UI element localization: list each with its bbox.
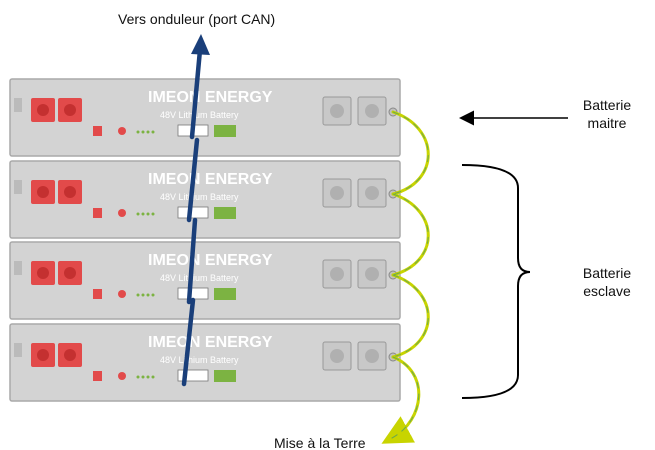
status-leds-icon [136,375,155,379]
switch-icon [93,371,102,381]
battery-model: 48V Lithium Battery [160,110,239,120]
switch-icon [93,208,102,218]
battery-brand: IMEON ENERGY [148,171,273,188]
can-cable [181,47,203,387]
can-port-icon [177,206,209,219]
battery-model: 48V Lithium Battery [160,355,239,365]
slave-battery-label: Batterie esclave [570,264,644,300]
battery-model: 48V Lithium Battery [160,192,239,202]
handle-icon [14,98,22,112]
switch-icon [93,289,102,299]
slave-label-line2: esclave [583,283,631,299]
can-cable-arrowhead [191,34,210,55]
battery-brand: IMEON ENERGY [148,252,273,269]
battery-unit-slave-3: IMEON ENERGY 48V Lithium Battery [9,323,401,402]
dip-switch-icon [214,207,236,219]
switch-icon [93,126,102,136]
ground-label: Mise à la Terre [274,435,366,450]
power-button-icon [118,372,126,380]
power-button-icon [118,209,126,217]
dip-switch-icon [214,288,236,300]
battery-model: 48V Lithium Battery [160,273,239,283]
status-leds-icon [136,212,155,216]
status-leds-icon [136,130,155,134]
slave-label-line1: Batterie [582,265,632,281]
slave-brace [461,164,531,399]
power-button-icon [118,290,126,298]
handle-icon [14,180,22,194]
handle-icon [14,261,22,275]
status-leds-icon [136,293,155,297]
power-button-icon [118,127,126,135]
handle-icon [14,343,22,357]
master-battery-label: Batterie maitre [570,96,644,132]
battery-brand: IMEON ENERGY [148,89,273,106]
battery-brand: IMEON ENERGY [148,334,273,351]
can-port-icon [177,287,209,300]
dip-switch-icon [214,125,236,137]
battery-unit-slave-1: IMEON ENERGY 48V Lithium Battery [9,160,401,239]
battery-unit-master: IMEON ENERGY 48V Lithium Battery [9,78,401,157]
dip-switch-icon [214,370,236,382]
inverter-can-label: Vers onduleur (port CAN) [118,11,276,27]
master-label-line2: maitre [587,115,627,131]
battery-unit-slave-2: IMEON ENERGY 48V Lithium Battery [9,241,401,320]
can-port-icon [177,369,209,382]
master-label-line1: Batterie [582,97,632,113]
ground-cable [381,110,430,444]
